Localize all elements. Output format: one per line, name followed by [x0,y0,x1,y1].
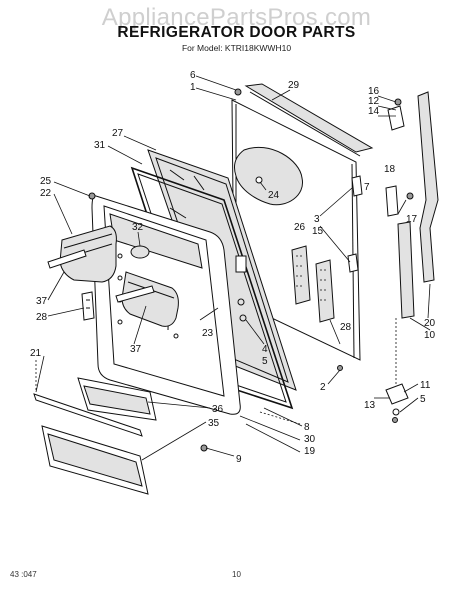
hinge-plate [235,255,247,322]
bottom-door-bin [41,425,149,495]
callout-5-lower: 5 [420,394,426,405]
lower-door-bin [77,377,157,421]
handle-end-cap [385,383,409,416]
callout-17: 17 [406,214,418,225]
callout-36: 36 [212,404,224,415]
callout-1: 1 [190,82,196,93]
insulation-plug [255,176,263,184]
callout-20: 20 [424,318,436,329]
callout-10: 10 [424,330,436,341]
callout-22: 22 [40,188,52,199]
callout-37-upper: 37 [36,296,48,307]
door-stop-strip-26 [291,245,311,305]
site-watermark: AppliancePartsPros.com [101,4,372,31]
callout-9: 9 [236,454,242,465]
callout-5-hinge: 5 [262,356,268,367]
callout-27: 27 [112,128,124,139]
door-stop-strip-28 [315,259,335,323]
callout-31: 30 [304,434,316,445]
callout-35: 35 [208,418,220,429]
callout-13: 13 [364,400,376,411]
callout-6: 6 [190,70,196,81]
callout-37-middle: 37 [130,344,142,355]
callout-18: 18 [384,164,396,175]
dairy-door [130,245,150,259]
handle-trim-upper [385,105,405,217]
footer-code: 43 :047 [10,570,37,579]
callout-14: 14 [368,106,380,117]
callout-15: 15 [312,226,324,237]
lower-rail [33,393,143,437]
callout-33: 32 [132,222,144,233]
door-top-trim [244,83,374,157]
diagram-title: REFRIGERATOR DOOR PARTS [117,24,356,41]
bin-support-bracket [81,291,95,321]
callout-26: 26 [294,222,306,233]
upper-door-bin [59,225,117,283]
handle-trim-lower [397,221,415,319]
callout-29: 28 [36,312,48,323]
bin-rail-middle [115,285,155,303]
callout-11: 11 [420,380,431,391]
callout-7: 7 [364,182,370,193]
callout-25: 25 [40,176,52,187]
callout-24: 24 [268,190,280,201]
door-handle-rail [417,91,439,283]
callout-21: 21 [30,348,42,359]
door-insulation [233,146,303,206]
callout-30: 29 [288,80,300,91]
callout-28: 28 [340,322,352,333]
callout-23: 23 [202,328,214,339]
model-line: For Model: KTRI18KWWH10 [181,43,292,53]
callout-8: 8 [304,422,310,433]
callout-3: 3 [314,214,320,225]
bin-rail-upper [47,249,87,269]
callout-4: 4 [262,344,268,355]
callout-12: 12 [368,96,380,107]
callout-32: 31 [94,140,106,151]
callout-16: 16 [368,86,380,97]
hinge-pin-bracket [347,175,363,273]
page-number: 10 [232,570,241,579]
callout-2: 2 [320,382,326,393]
middle-door-bin [121,271,179,327]
callout-19: 19 [304,446,316,457]
